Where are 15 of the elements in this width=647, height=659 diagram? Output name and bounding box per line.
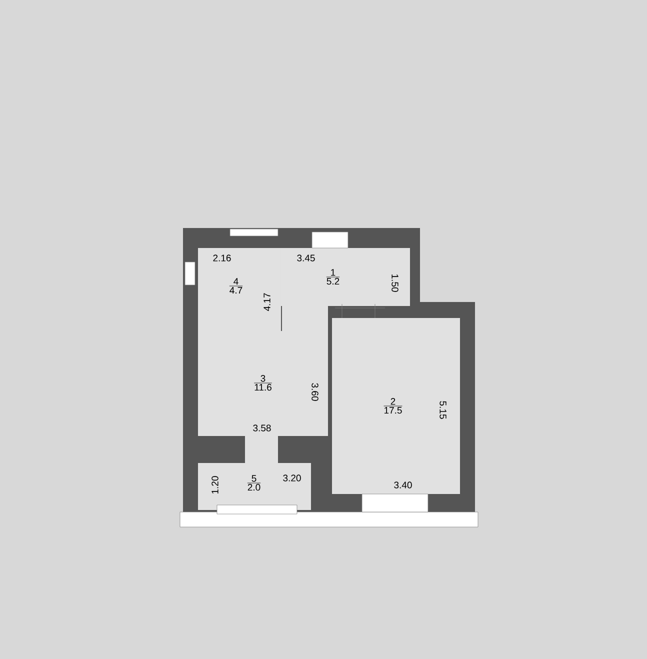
dimension-label: 5.15 [440, 401, 446, 419]
dimension-label: 3.58 [253, 424, 271, 432]
dimension-label: 3.45 [297, 254, 315, 262]
room: 1 5.2 [326, 269, 340, 285]
dimension-label: 4.17 [264, 293, 270, 312]
room: 2 17.5 [384, 398, 402, 414]
dimension-label: 1.50 [392, 274, 398, 292]
room: 3 11.6 [254, 375, 272, 391]
dimension-label: 1.20 [212, 476, 218, 494]
room: 4 4.7 [229, 278, 243, 294]
dimension-label: 3.40 [394, 482, 412, 488]
room: 5 2.0 [247, 475, 261, 491]
dimension-label: 3.60 [312, 383, 318, 401]
dimension-label: 2.16 [213, 254, 231, 262]
dimension-label: 3.20 [283, 474, 301, 482]
